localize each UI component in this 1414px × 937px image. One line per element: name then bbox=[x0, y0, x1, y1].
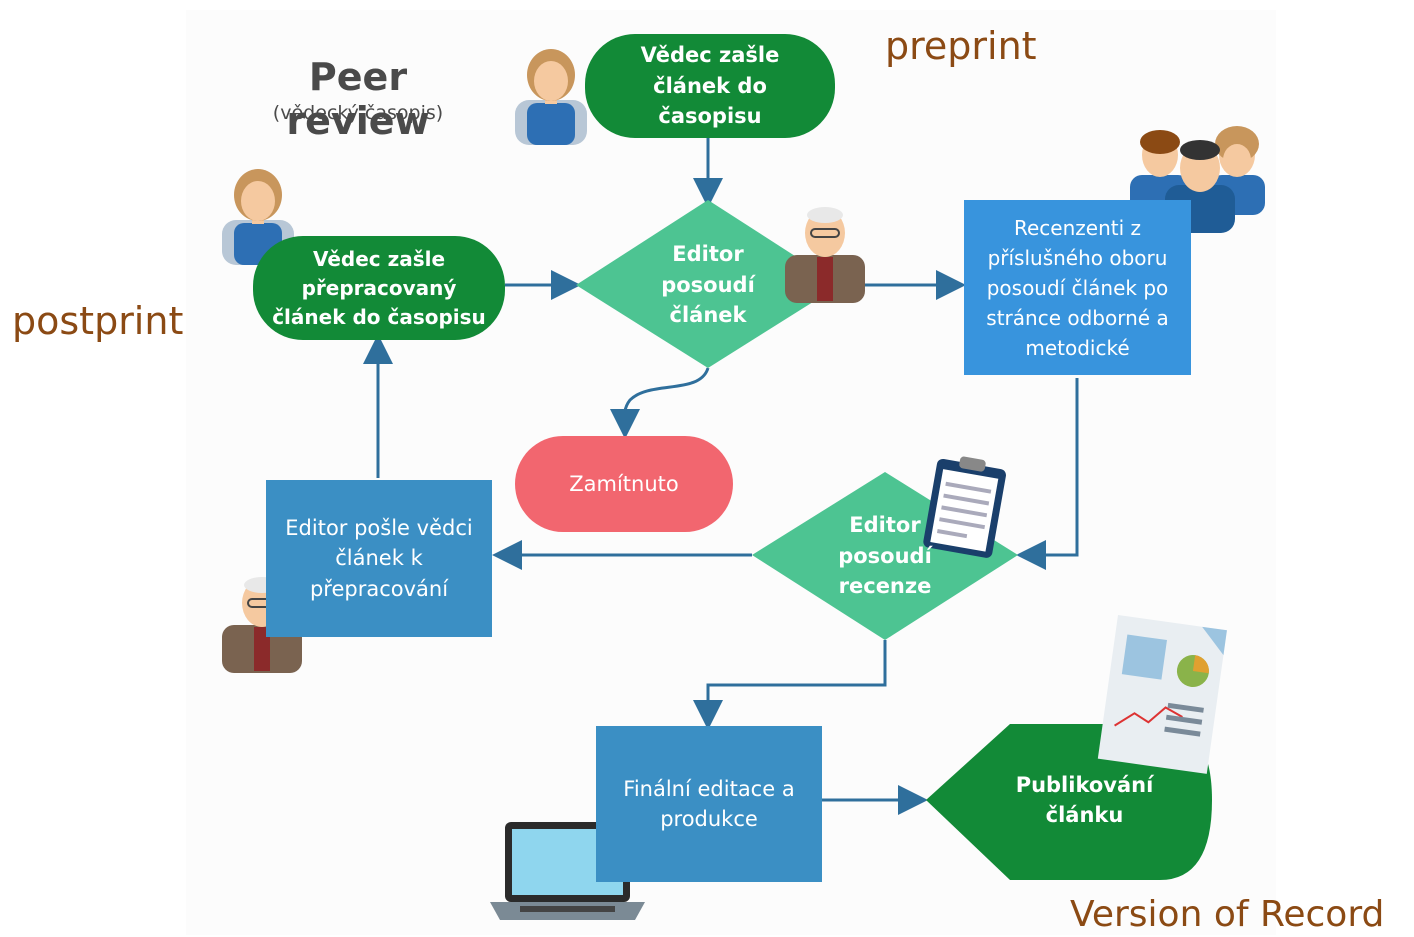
scientist-icon bbox=[515, 49, 587, 145]
clipboard-icon bbox=[923, 456, 1006, 558]
arrow-editor2-to-final bbox=[693, 640, 887, 730]
arrow-editor-to-rejected bbox=[609, 367, 710, 439]
rejected-node-label: Zamítnuto bbox=[569, 472, 679, 496]
arrow-reviewers-to-editor2 bbox=[1016, 378, 1079, 570]
send-back-node-label: Editor pošle vědci článek k přepracování bbox=[285, 515, 473, 601]
submit-node: Vědec zašle článek do časopisu bbox=[585, 34, 835, 138]
reviewers-node: Recenzenti z příslušného oboru posoudí č… bbox=[964, 200, 1191, 375]
editor-assess-reviews-label: Editor posoudí recenze bbox=[838, 513, 932, 599]
final-edit-node-label: Finální editace a produkce bbox=[623, 776, 795, 831]
reviewers-node-label: Recenzenti z příslušného oboru posoudí č… bbox=[986, 215, 1169, 360]
resubmit-node-label: Vědec zašle přepracovaný článek do časop… bbox=[272, 246, 486, 329]
version-of-record-label: Version of Record bbox=[1070, 894, 1385, 935]
editor-icon bbox=[785, 207, 865, 303]
send-back-node: Editor pošle vědci článek k přepracování bbox=[266, 480, 492, 637]
preprint-label: preprint bbox=[885, 24, 1037, 68]
report-document-icon bbox=[1097, 615, 1227, 774]
page-subtitle: (vědecký časopis) bbox=[272, 102, 444, 124]
publish-node-label: Publikování článku bbox=[1015, 772, 1154, 827]
reviewers-group-icon bbox=[1130, 126, 1265, 233]
submit-node-label: Vědec zašle článek do časopisu bbox=[640, 43, 780, 129]
editor-assess-article-diamond bbox=[576, 200, 840, 368]
rejected-node: Zamítnuto bbox=[515, 436, 733, 532]
editor-assess-article-label: Editor posoudí článek bbox=[661, 242, 755, 328]
page-title: Peer review bbox=[286, 55, 430, 143]
resubmit-node: Vědec zašle přepracovaný článek do časop… bbox=[253, 236, 505, 340]
rejected-pill-bg bbox=[515, 436, 733, 532]
postprint-label: postprint bbox=[12, 299, 184, 343]
final-edit-node: Finální editace a produkce bbox=[596, 726, 822, 882]
publish-node: Publikování článku bbox=[1002, 760, 1167, 840]
